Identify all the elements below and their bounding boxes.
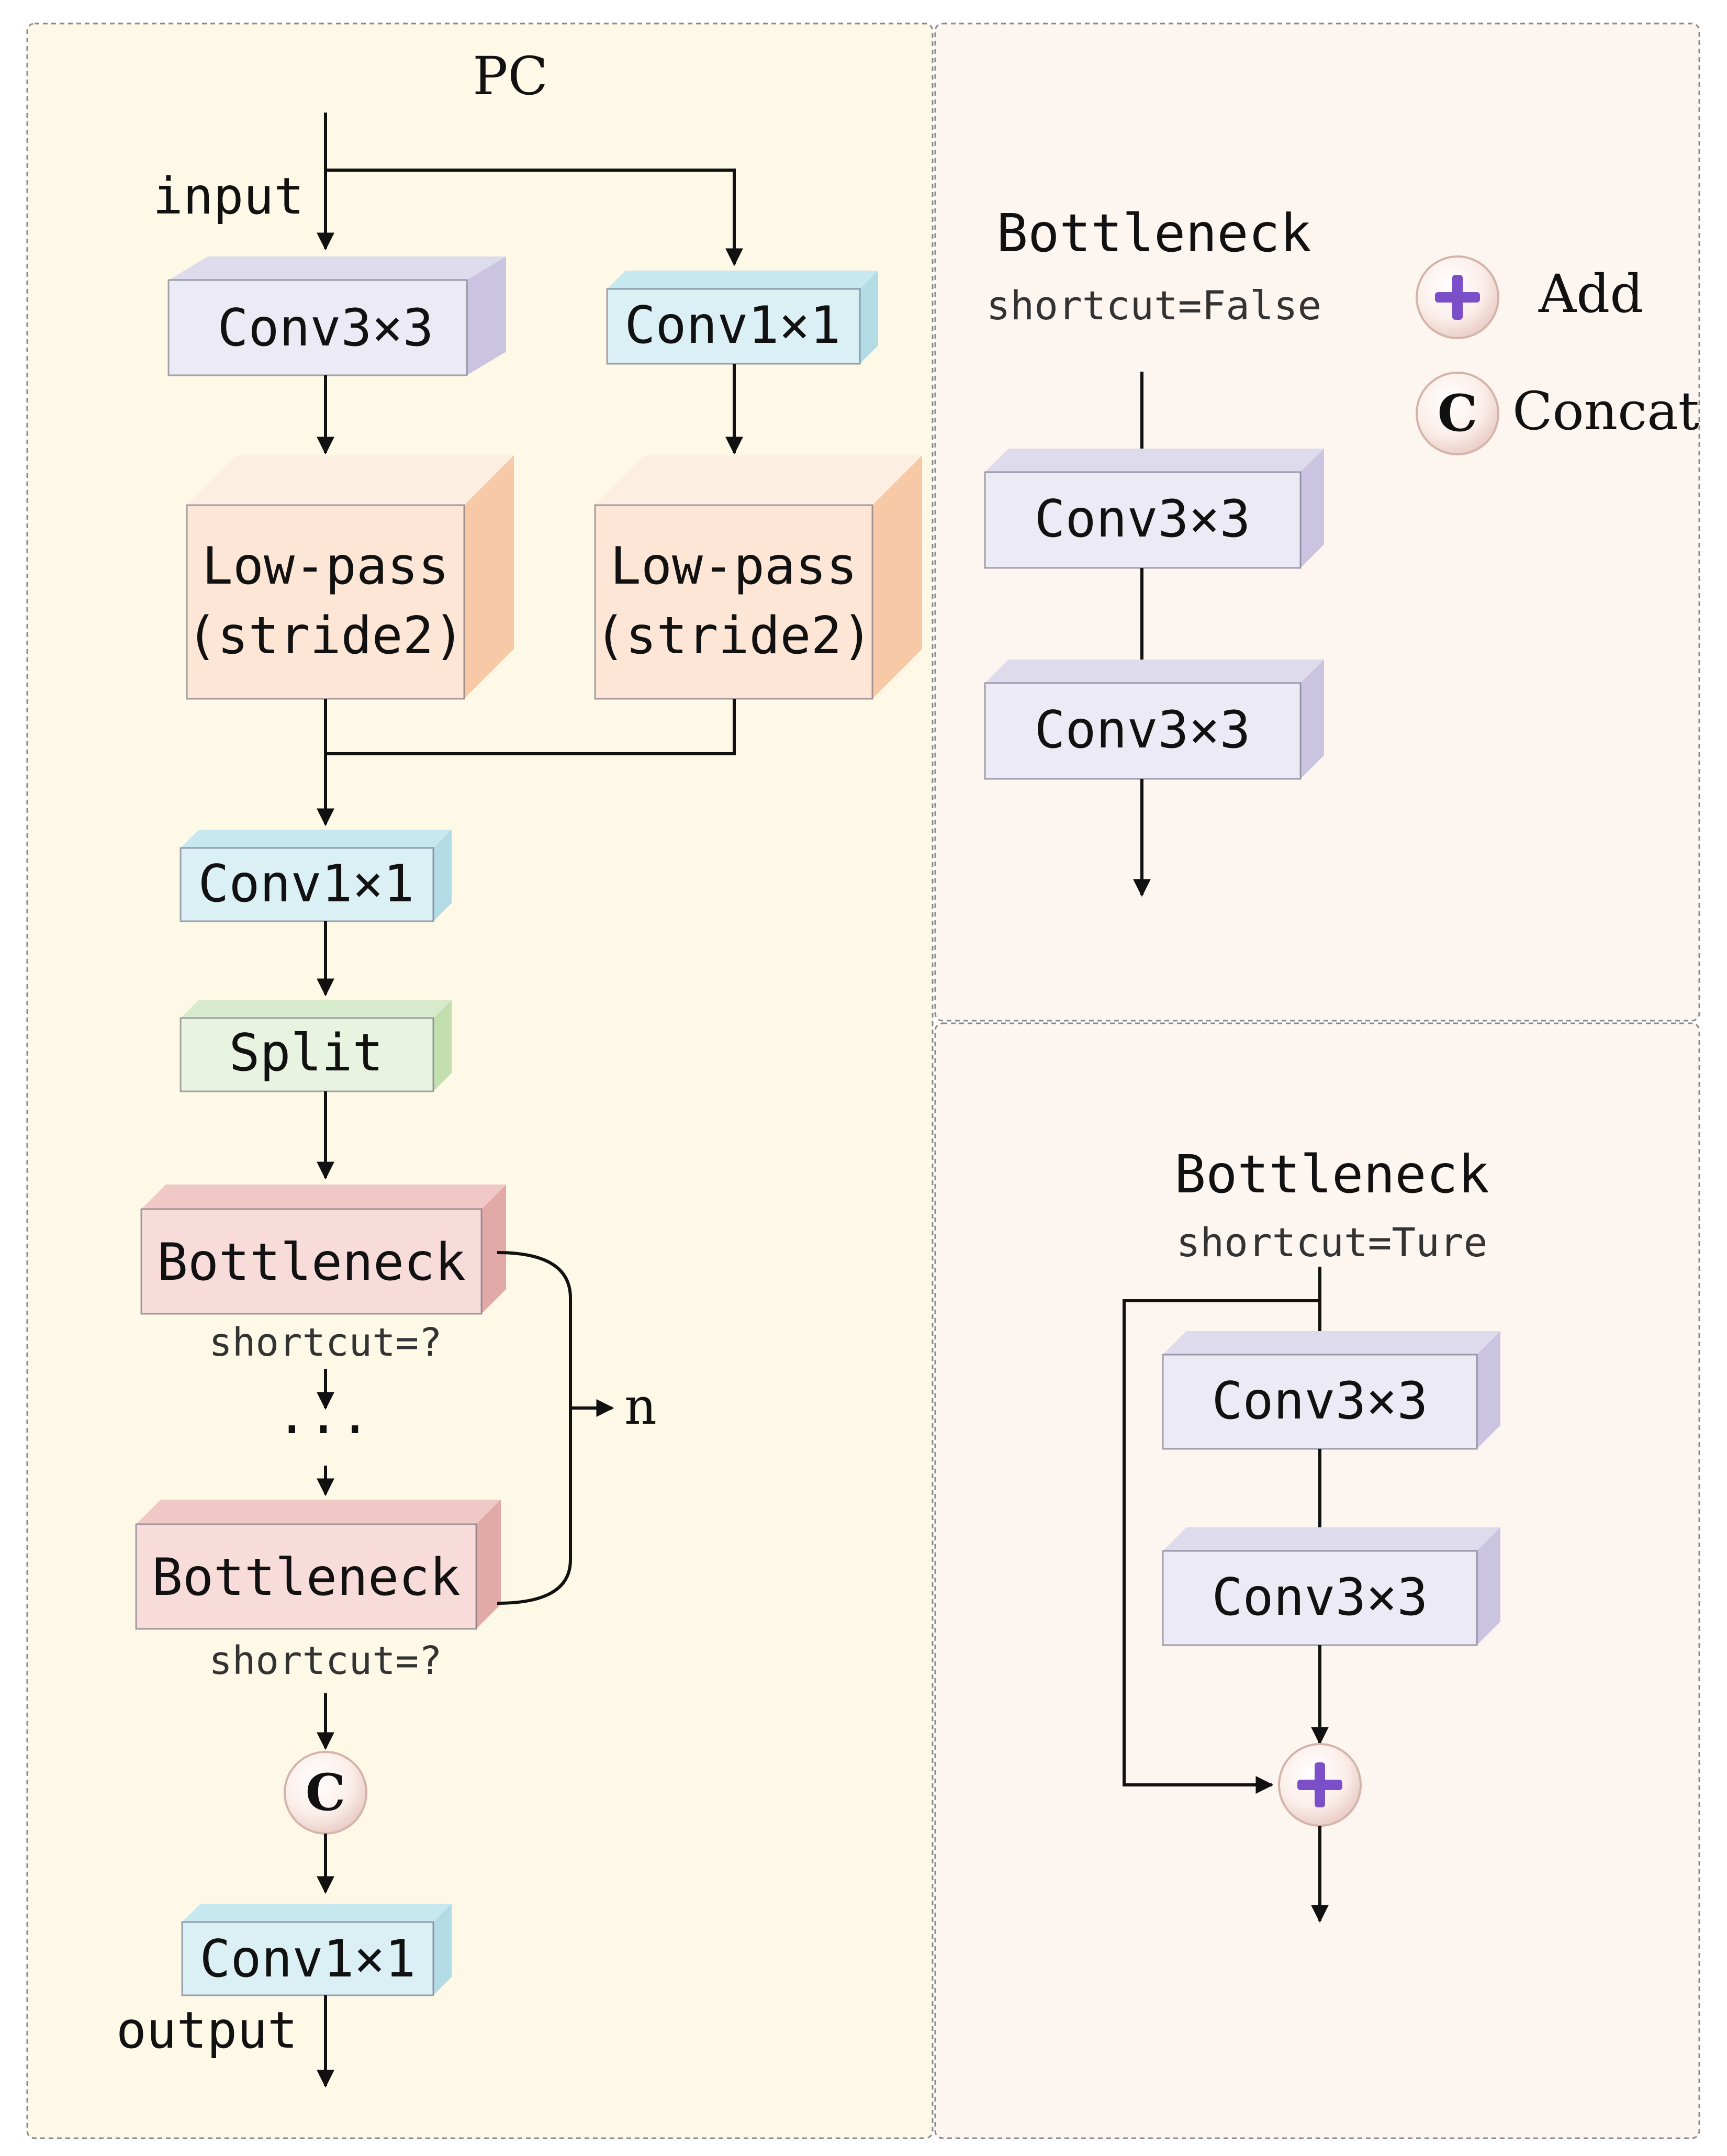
svg-text:Bottleneck: Bottleneck bbox=[157, 1233, 466, 1292]
svg-text:Low-pass: Low-pass bbox=[202, 537, 449, 596]
bottleneck-true-title: Bottleneck bbox=[1174, 1144, 1489, 1205]
repeat-label-n: n bbox=[624, 1377, 657, 1436]
svg-text:Low-pass: Low-pass bbox=[610, 537, 857, 596]
pc-title: PC bbox=[473, 46, 548, 107]
shortcut-label-bottom: shortcut=? bbox=[209, 1638, 442, 1683]
conv1x1-block-mid: Conv1×1 bbox=[180, 830, 452, 922]
bottleneck-block-bottom: Bottleneck bbox=[135, 1500, 501, 1630]
bt-conv3x3-a: Conv3×3 bbox=[1162, 1331, 1500, 1450]
svg-text:Conv3×3: Conv3×3 bbox=[1212, 1371, 1428, 1431]
merge-line-right bbox=[326, 699, 736, 755]
legend-concat: C Concat bbox=[1416, 372, 1699, 455]
bt-add-node bbox=[1278, 1743, 1362, 1827]
svg-text:Bottleneck: Bottleneck bbox=[152, 1548, 461, 1607]
svg-text:Conv1×1: Conv1×1 bbox=[199, 1929, 416, 1989]
conv1x1-block-out: Conv1×1 bbox=[181, 1904, 452, 1996]
svg-text:Conv3×3: Conv3×3 bbox=[217, 298, 433, 358]
plus-circle-icon bbox=[1297, 1762, 1342, 1807]
c-circle-icon: C bbox=[306, 1763, 345, 1822]
svg-text:Concat: Concat bbox=[1512, 381, 1699, 442]
input-arrow-right bbox=[326, 169, 743, 266]
bottleneck-true-subtitle: shortcut=Ture bbox=[1176, 1219, 1488, 1266]
svg-text:Conv3×3: Conv3×3 bbox=[1034, 700, 1250, 760]
bt-conv3x3-b: Conv3×3 bbox=[1162, 1527, 1500, 1646]
bottleneck-block-top: Bottleneck bbox=[140, 1185, 506, 1315]
svg-text:(stride2): (stride2) bbox=[595, 606, 872, 666]
concat-node: C bbox=[284, 1751, 367, 1835]
lowpass-block-left: Low-pass (stride2) bbox=[186, 455, 514, 700]
legend-add: Add bbox=[1416, 255, 1643, 339]
split-block: Split bbox=[180, 1000, 452, 1092]
shortcut-label-top: shortcut=? bbox=[209, 1320, 442, 1365]
svg-text:Split: Split bbox=[229, 1023, 383, 1083]
bottleneck-false-title: Bottleneck bbox=[996, 203, 1311, 264]
plus-circle-icon bbox=[1435, 275, 1480, 320]
svg-text:(stride2): (stride2) bbox=[186, 606, 464, 666]
conv3x3-block: Conv3×3 bbox=[167, 256, 506, 376]
repeat-bracket bbox=[497, 1251, 572, 1605]
c-circle-icon: C bbox=[1438, 384, 1477, 443]
input-label: input bbox=[153, 167, 304, 226]
ellipsis: ... bbox=[276, 1384, 371, 1446]
bf-conv3x3-a: Conv3×3 bbox=[984, 449, 1324, 569]
lowpass-block-right: Low-pass (stride2) bbox=[594, 455, 922, 700]
svg-text:Conv1×1: Conv1×1 bbox=[198, 854, 414, 914]
output-label: output bbox=[116, 2001, 298, 2060]
svg-text:Add: Add bbox=[1538, 263, 1643, 325]
conv1x1-block-right: Conv1×1 bbox=[606, 271, 878, 365]
svg-text:Conv3×3: Conv3×3 bbox=[1212, 1568, 1428, 1627]
svg-text:Conv1×1: Conv1×1 bbox=[624, 296, 840, 355]
bottleneck-false-subtitle: shortcut=False bbox=[986, 282, 1322, 329]
bf-conv3x3-b: Conv3×3 bbox=[984, 660, 1324, 780]
svg-text:Conv3×3: Conv3×3 bbox=[1034, 489, 1250, 549]
bt-shortcut-path bbox=[1123, 1299, 1320, 1794]
